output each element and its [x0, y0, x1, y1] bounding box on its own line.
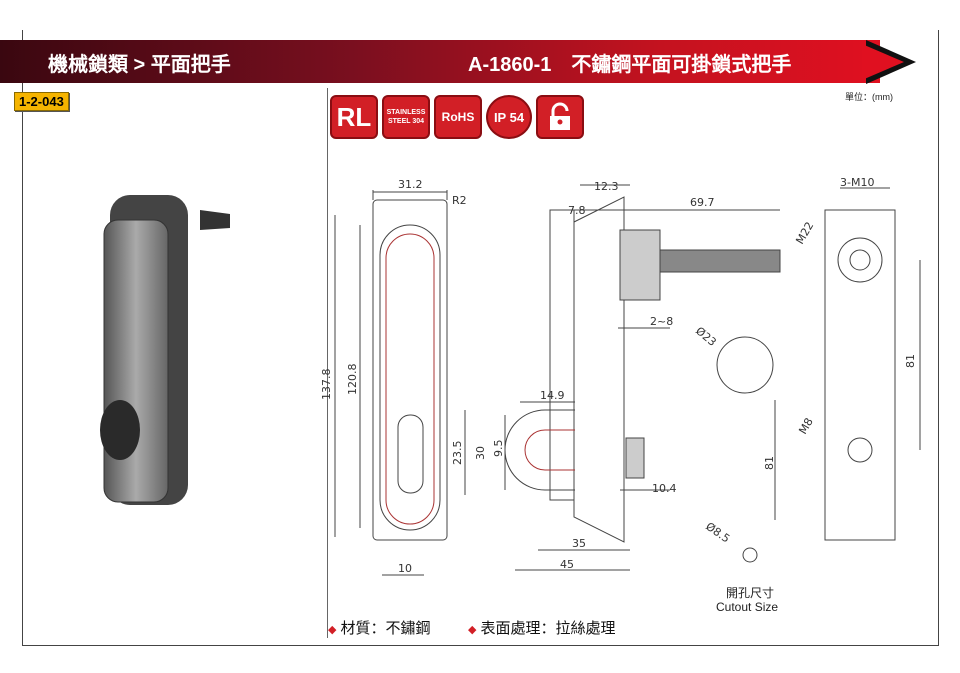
dim-120-8: 120.8	[346, 364, 359, 396]
padlock-icon	[536, 95, 584, 139]
rl-icon: RL	[330, 95, 378, 139]
dim-35: 35	[572, 537, 586, 550]
spec-finish-text: 表面處理：拉絲處理	[480, 620, 616, 637]
spec-finish: ◆表面處理：拉絲處理	[468, 617, 615, 638]
dim-69-7: 69.7	[690, 196, 715, 209]
dim-m22: M22	[793, 220, 816, 247]
dim-81-b: 81	[763, 456, 776, 470]
technical-drawing: 31.2 R2 137.8 120.8 23.5 10 12.3 7.8 69.…	[320, 176, 921, 576]
dim-81-a: 81	[904, 354, 917, 368]
dim-137-8: 137.8	[320, 369, 333, 401]
category-title: 機械鎖類 > 平面把手	[48, 54, 231, 76]
divider	[327, 88, 328, 638]
cutout-label-zh: 開孔尺寸	[726, 586, 775, 600]
unit-label: 單位：(mm)	[845, 92, 893, 102]
dim-m8: M8	[796, 416, 816, 437]
product-photo	[100, 195, 230, 505]
dim-14-9: 14.9	[540, 389, 565, 402]
dim-12-3: 12.3	[594, 180, 619, 193]
dim-45: 45	[560, 558, 574, 571]
dim-d23: Ø23	[693, 324, 719, 349]
catalog-code-badge: 1-2-043	[14, 92, 69, 111]
spec-material: ◆材質：不鏽鋼	[328, 617, 430, 638]
stainless-steel-304-icon: STAINLESS STEEL 304	[382, 95, 430, 139]
diamond-bullet-icon: ◆	[468, 624, 477, 636]
dim-23-5: 23.5	[451, 441, 464, 466]
dim-d8-5: Ø8.5	[703, 520, 732, 546]
ip54-icon: IP 54	[486, 95, 532, 139]
dim-3-m10: 3-M10	[840, 176, 874, 189]
dim-10-4: 10.4	[652, 482, 677, 495]
dim-31-2: 31.2	[398, 178, 423, 191]
dim-2-8: 2~8	[650, 315, 673, 328]
feature-icons: RL STAINLESS STEEL 304 RoHS IP 54	[330, 95, 584, 139]
dim-30: 30	[474, 446, 487, 460]
banner-arrow-fill	[862, 44, 904, 80]
cutout-label-en: Cutout Size	[716, 600, 779, 614]
dim-7-8: 7.8	[568, 204, 586, 217]
spec-material-text: 材質：不鏽鋼	[340, 620, 431, 637]
diamond-bullet-icon: ◆	[328, 624, 337, 636]
rohs-icon: RoHS	[434, 95, 482, 139]
dim-9-5: 9.5	[492, 440, 505, 458]
header-banner	[0, 40, 880, 83]
dim-10: 10	[398, 562, 412, 575]
dim-r2: R2	[452, 194, 467, 207]
product-title: A-1860-1 不鏽鋼平面可掛鎖式把手	[468, 54, 792, 76]
page-frame	[22, 30, 939, 646]
